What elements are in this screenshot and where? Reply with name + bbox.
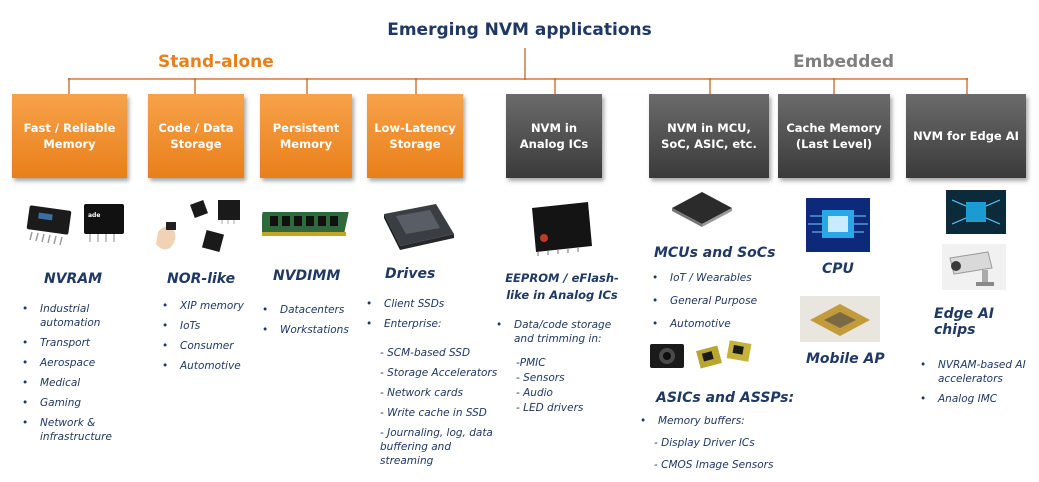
list-analog-ics: Data/code storage and trimming in: [496, 318, 630, 352]
heading-asics-assps: ASICs and ASSPs: [656, 390, 795, 406]
list-item: Aerospace [22, 356, 134, 370]
sub-item: - Journaling, log, data buffering and st… [380, 427, 493, 467]
list-item: Analog IMC [920, 392, 1032, 406]
list-item: NVRAM-based AI accelerators [920, 358, 1032, 386]
category-box-code-data-storage: Code / Data Storage [148, 94, 244, 178]
heading-mcus-socs: MCUs and SoCs [654, 245, 776, 261]
heading-analog-ics: EEPROM / eFlash-like in Analog ICs [505, 271, 619, 302]
list-item: Medical [22, 376, 134, 390]
category-box-nvm-edge-ai: NVM for Edge AI [906, 94, 1026, 178]
list-item: Datacenters [262, 303, 358, 317]
list-item: Automotive [652, 317, 772, 331]
sub-item: - LED drivers [516, 402, 584, 414]
list-mcus-socs: IoT / Wearables General Purpose Automoti… [652, 271, 772, 337]
connector-drop [833, 78, 835, 94]
heading-mobile-ap: Mobile AP [806, 351, 885, 367]
list-drives: Client SSDs Enterprise: [366, 297, 506, 337]
connector-trunk [524, 48, 526, 80]
sub-item: - Display Driver ICs [654, 437, 755, 449]
sublist-analog-ics: -PMIC - Sensors - Audio - LED drivers [516, 356, 616, 416]
list-item: IoTs [162, 319, 258, 333]
mcu-chip-icon [672, 192, 732, 227]
nor-flash-chips-icon [156, 200, 240, 253]
connector-drop [709, 78, 711, 94]
list-item: Enterprise: [366, 317, 506, 331]
group-label-embedded: Embedded [793, 52, 895, 72]
list-nvdimm: Datacenters Workstations [262, 303, 358, 343]
connector-drop [194, 78, 196, 94]
sub-item: - Sensors [516, 372, 565, 384]
heading-edge-ai-chips: Edge AI chips [934, 306, 995, 338]
list-item: Workstations [262, 323, 358, 337]
sub-item: - CMOS Image Sensors [654, 459, 774, 471]
list-item: General Purpose [652, 294, 772, 308]
edge-ai-chip-icon [946, 190, 1006, 234]
list-item: Client SSDs [366, 297, 506, 311]
connector-drop [306, 78, 308, 94]
list-item: Data/code storage and trimming in: [496, 318, 630, 346]
list-nvram: Industrial automation Transport Aerospac… [22, 302, 134, 450]
list-item: XIP memory [162, 299, 258, 313]
cpu-icon [806, 198, 870, 252]
page-title: Emerging NVM applications [387, 20, 652, 40]
mobile-ap-chip-icon [800, 296, 880, 342]
category-box-nvm-analog-ics: NVM in Analog ICs [506, 94, 602, 178]
connector-horizontal [68, 78, 968, 80]
category-box-persistent-memory: Persistent Memory [260, 94, 352, 178]
nvram-chip-marking: ade [88, 212, 101, 219]
sublist-asics-assps: - Display Driver ICs - CMOS Image Sensor… [654, 436, 778, 472]
category-box-cache-memory: Cache Memory (Last Level) [778, 94, 890, 178]
ssd-drive-icon [384, 204, 454, 250]
list-nor-like: XIP memory IoTs Consumer Automotive [162, 299, 258, 379]
nvdimm-module-icon [262, 212, 349, 236]
sub-item: - Write cache in SSD [380, 407, 487, 419]
category-box-low-latency-storage: Low-Latency Storage [367, 94, 463, 178]
list-item: Network & infrastructure [22, 416, 134, 444]
list-item: Automotive [162, 359, 258, 373]
connector-drop [966, 78, 968, 94]
category-box-fast-reliable-memory: Fast / Reliable Memory [12, 94, 127, 178]
connector-drop [554, 78, 556, 94]
list-item: Industrial automation [22, 302, 134, 330]
sublist-drives-enterprise: - SCM-based SSD - Storage Accelerators -… [380, 346, 506, 468]
analog-ic-chip-icon [532, 202, 592, 256]
security-camera-icon [942, 244, 1006, 290]
list-edge-ai: NVRAM-based AI accelerators Analog IMC [920, 358, 1032, 412]
list-item: Memory buffers: [640, 414, 780, 428]
group-label-standalone: Stand-alone [158, 52, 274, 72]
heading-nvdimm: NVDIMM [273, 268, 341, 284]
sub-item: - SCM-based SSD [380, 347, 471, 359]
heading-cpu: CPU [822, 261, 854, 277]
heading-nor-like: NOR-like [167, 271, 236, 287]
list-item: IoT / Wearables [652, 271, 772, 285]
connector-drop [68, 78, 70, 94]
connector-drop [415, 78, 417, 94]
list-asics-assps: Memory buffers: [640, 414, 780, 434]
list-item: Gaming [22, 396, 134, 410]
heading-nvram: NVRAM [44, 271, 103, 287]
sub-item: - Audio [516, 387, 553, 399]
sub-item: - Storage Accelerators [380, 367, 498, 379]
asic-chips-icon [650, 340, 752, 369]
sub-item: -PMIC [516, 357, 546, 369]
category-box-nvm-mcu-soc-asic: NVM in MCU, SoC, ASIC, etc. [649, 94, 769, 178]
heading-drives: Drives [385, 266, 436, 282]
sub-item: - Network cards [380, 387, 463, 399]
nvram-chip-icon [26, 204, 124, 246]
list-item: Consumer [162, 339, 258, 353]
list-item: Transport [22, 336, 134, 350]
